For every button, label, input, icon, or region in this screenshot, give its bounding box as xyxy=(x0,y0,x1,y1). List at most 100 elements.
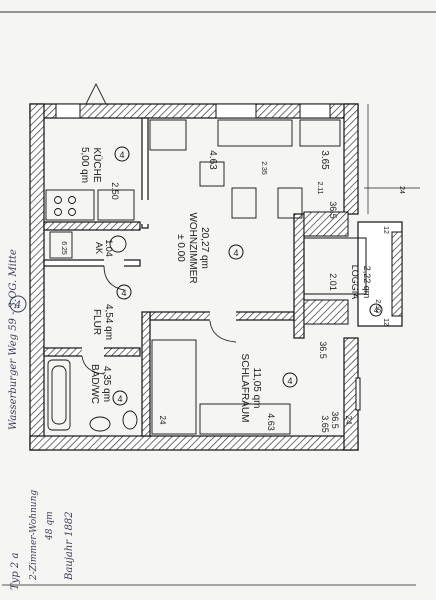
loggia-parapet xyxy=(391,231,403,317)
bath-fixtures xyxy=(47,359,138,432)
living-sideboard xyxy=(217,119,293,147)
room-marker-schlafraum-num: 4 xyxy=(287,376,292,386)
kitchen-fittings xyxy=(45,119,341,221)
wohnzimmer-level: ± 0.00 xyxy=(175,234,186,262)
dim-365c: 36.5 xyxy=(330,411,340,429)
handwritten-marker xyxy=(9,295,27,313)
dimension-labels: 4.63 3.65 2.35 2.11 36.5 24 12 6.25 12 3… xyxy=(60,150,405,429)
room-marker-bad xyxy=(112,390,128,406)
room-marker-wohnzimmer xyxy=(228,244,244,260)
stove-burner xyxy=(68,196,76,204)
handwritten-marker-num: 4 xyxy=(14,300,21,311)
door-swing-ak xyxy=(103,265,125,291)
loggia-bay xyxy=(303,211,403,327)
kitchen-stove xyxy=(45,189,95,221)
loggia-pillar-bottom xyxy=(303,299,349,325)
loggia-area: 2,22 qm xyxy=(362,266,372,299)
door-ak xyxy=(104,259,124,267)
door-swing-bed xyxy=(209,320,237,343)
dim-365b: 36.5 xyxy=(318,341,328,359)
wardrobe xyxy=(199,403,291,435)
dim-24: 24 xyxy=(398,186,405,194)
ak-closet xyxy=(49,231,127,259)
room-marker-loggia-num: 4 xyxy=(374,306,379,315)
living-shelf xyxy=(299,119,341,147)
wall-kitchen-ak xyxy=(43,221,141,231)
door-bad xyxy=(82,347,104,357)
kitchen-sink xyxy=(97,189,135,221)
room-marker-bad-num: 4 xyxy=(117,394,122,404)
door-bed xyxy=(210,311,236,321)
schlafraum-area: 11,05 qm xyxy=(251,368,262,409)
room-marker-flur-num: 4 xyxy=(121,288,126,298)
wall-left xyxy=(29,103,45,451)
dim-625: 6.25 xyxy=(60,241,67,255)
handwritten-notes: 4 Wasserburger Weg 59 - 3.OG. Mitte Typ … xyxy=(8,249,75,590)
wall-loggia-inner xyxy=(293,213,305,339)
toilet xyxy=(89,416,111,432)
kueche-dim-a: 2.50 xyxy=(110,182,120,200)
dim-12b: 12 xyxy=(382,318,389,326)
handwritten-rooms: 2-Zimmer-Wohnung xyxy=(29,490,39,581)
wall-kitchen-living xyxy=(141,117,149,229)
ak-box xyxy=(49,231,73,259)
stove-burner xyxy=(68,208,76,216)
room-marker-kueche xyxy=(114,146,130,162)
washbasin xyxy=(122,410,138,430)
wall-ak-flur xyxy=(43,259,141,267)
room-marker-kueche-num: 4 xyxy=(119,150,124,160)
stove-burner xyxy=(54,196,62,204)
handwritten-address: Wasserburger Weg 59 - 3.OG. Mitte xyxy=(8,249,19,430)
wall-bad-bed xyxy=(141,311,151,437)
schlafraum-name: SCHLAFRAUM xyxy=(239,354,250,423)
kueche-name: KÜCHE xyxy=(91,147,103,182)
kueche-dim-c: 3.65 xyxy=(319,150,330,170)
wohnzimmer-name: WOHNZIMMER xyxy=(187,212,198,283)
living-cabinet xyxy=(149,119,187,151)
bed xyxy=(151,339,197,435)
window-living-2 xyxy=(299,103,331,119)
room-labels: KÜCHE 5,00 qm 2.50 4 ± 0.00 WOHNZIMMER 2… xyxy=(79,146,383,433)
loggia-dim-a: 2.01 xyxy=(328,273,338,291)
handwritten-type: Typ 2 a xyxy=(10,553,21,590)
loggia-name: LOGGIA xyxy=(350,265,360,300)
loggia-pillar-top xyxy=(303,211,349,237)
wall-bottom xyxy=(29,435,359,451)
wall-right-upper xyxy=(343,103,359,215)
living-table xyxy=(199,161,225,187)
schlafraum-dim-b: 3.65 xyxy=(320,415,330,433)
window-kitchen xyxy=(55,103,81,119)
bad-area: 4,35 qm xyxy=(101,366,112,402)
living-chair xyxy=(277,187,303,219)
dim-24c: 24 xyxy=(344,416,353,425)
bedroom-furniture xyxy=(151,339,291,435)
room-marker-wohnzimmer-num: 4 xyxy=(233,248,238,258)
outer-walls xyxy=(29,103,359,451)
dim-24b: 24 xyxy=(158,416,167,425)
flur-area: 4,54 qm xyxy=(103,304,114,340)
loggia-inner xyxy=(303,237,367,295)
living-chair xyxy=(231,187,257,219)
door-openings xyxy=(82,200,236,357)
loggia-dim-b: 2.50 xyxy=(374,299,381,313)
ak-boiler xyxy=(109,235,127,253)
dim-12: 12 xyxy=(382,226,389,234)
kueche-area: 5,00 qm xyxy=(79,147,90,183)
bad-name: BAD/WC xyxy=(89,364,100,404)
bathtub-inner xyxy=(51,365,67,425)
ak-name: AK xyxy=(94,242,104,254)
kueche-dim-b: 4.63 xyxy=(207,150,218,170)
handwritten-year: Baujahr 1882 xyxy=(64,511,75,581)
schlafraum-dim-a: 4.63 xyxy=(266,413,276,431)
wohnzimmer-area: 20,27 qm xyxy=(199,227,210,269)
bathtub xyxy=(47,359,71,431)
room-marker-flur xyxy=(116,284,132,300)
handwritten-size: 48 qm xyxy=(45,511,55,541)
room-marker-schlafraum xyxy=(282,372,298,388)
windows xyxy=(55,103,361,411)
door-swing-bad xyxy=(81,355,105,375)
flur-name: FLUR xyxy=(91,309,102,335)
window-living xyxy=(215,103,257,119)
